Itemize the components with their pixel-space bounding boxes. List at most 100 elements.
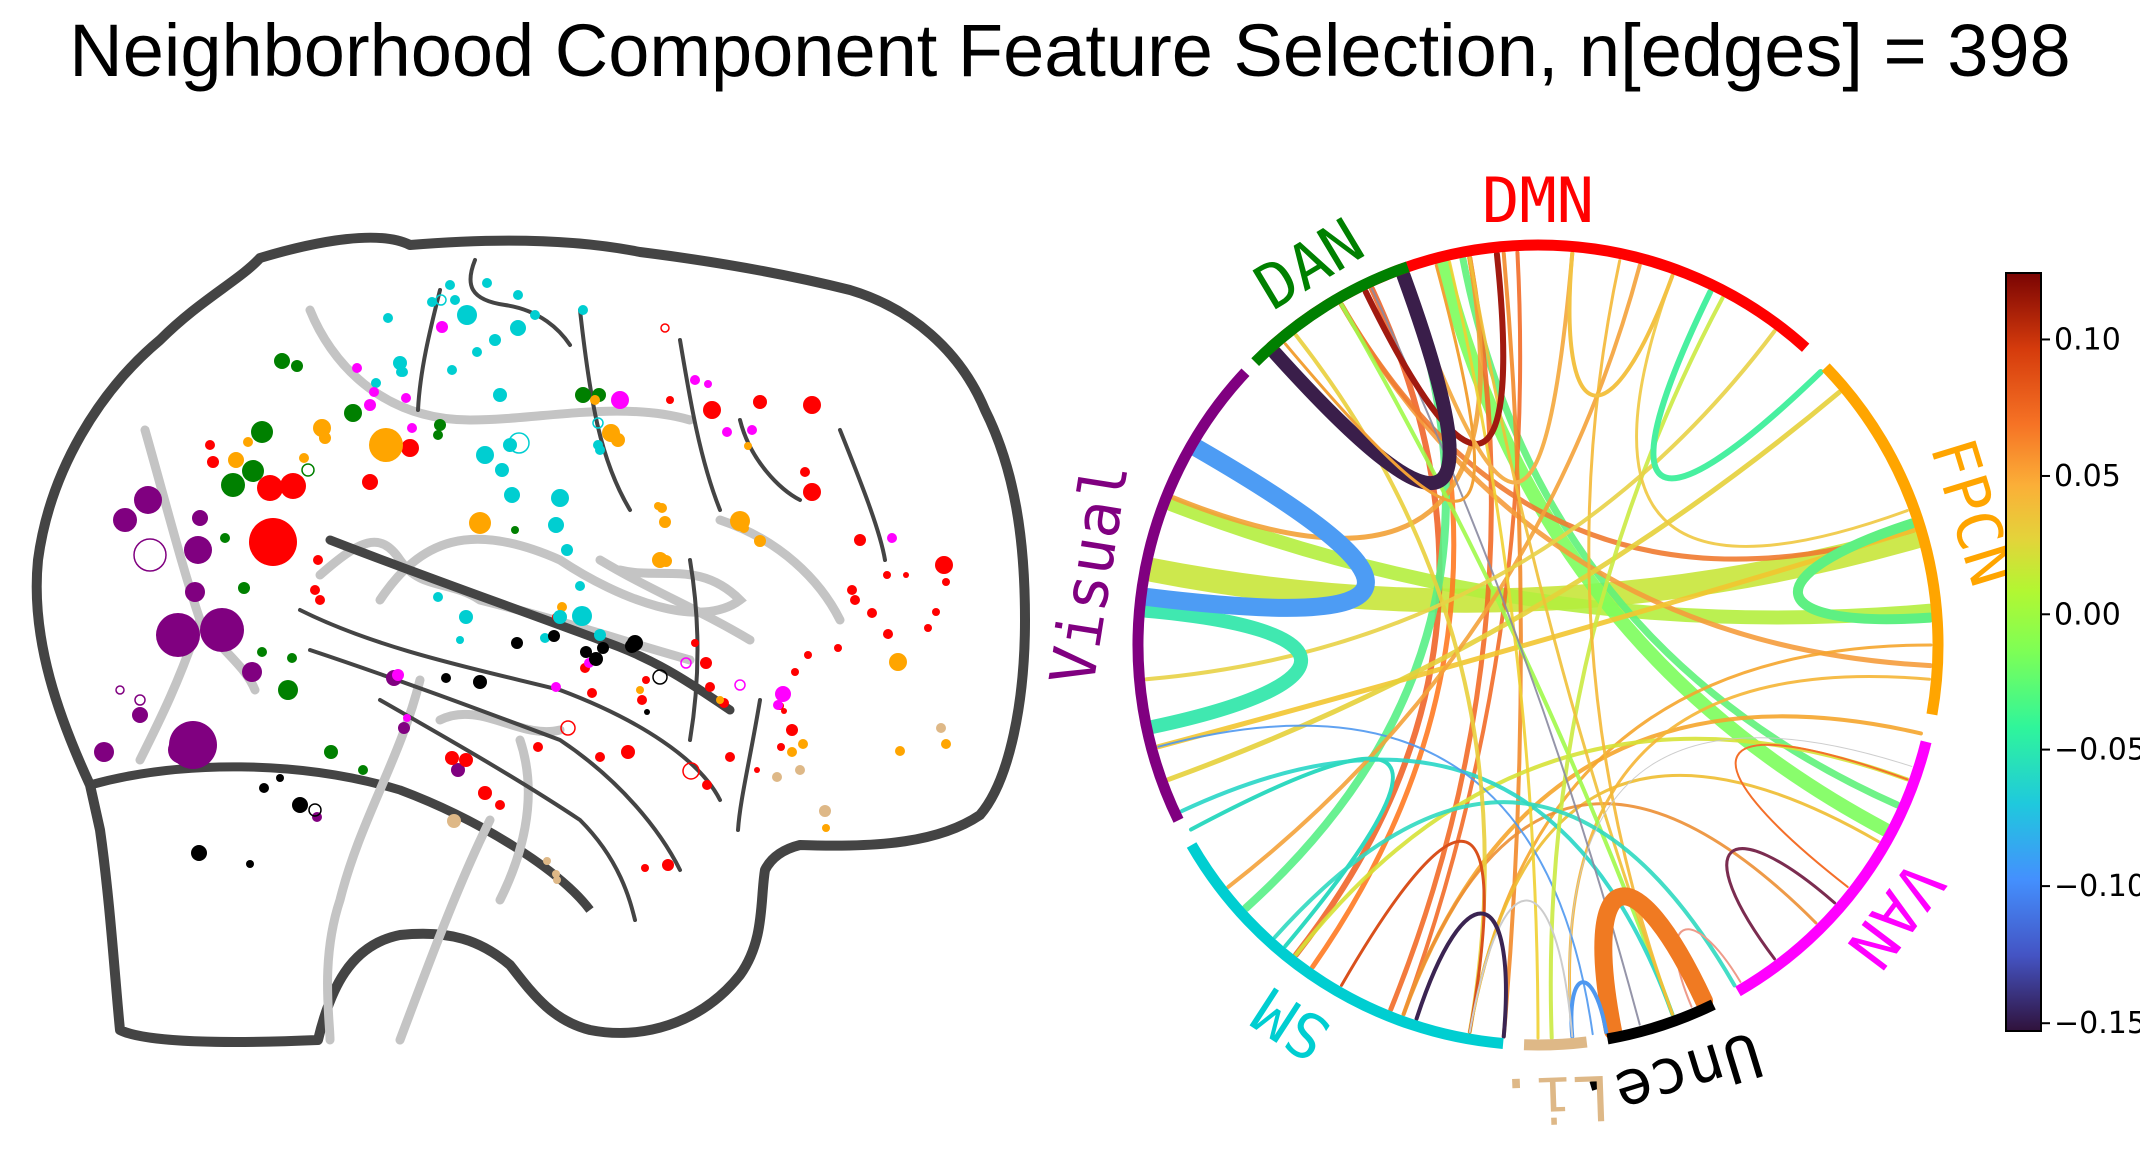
brain-node-dmn — [924, 624, 932, 632]
brain-node-sm — [456, 636, 464, 644]
chord-link — [1402, 802, 1818, 1016]
brain-node-dan — [344, 404, 362, 422]
brain-node-fpcn — [822, 824, 830, 832]
network-arcs — [1132, 239, 1944, 1051]
brain-node-dmn — [587, 688, 597, 698]
brain-node-dmn — [700, 657, 712, 669]
brain-node-unce — [191, 845, 207, 861]
brain-node-van — [773, 700, 783, 710]
brain-node-unce — [473, 675, 487, 689]
arc-dan — [1251, 261, 1410, 367]
brain-node-dmn — [867, 608, 877, 618]
brain-node-dan — [242, 460, 264, 482]
brain-node-dmn — [205, 440, 215, 450]
brain-node-sm — [551, 489, 569, 507]
brain-node-sm — [450, 295, 460, 305]
brain-node-dmn — [753, 395, 767, 409]
chord-link — [1293, 285, 1443, 958]
brain-node-unce — [441, 673, 451, 683]
brain-node-unce — [580, 646, 592, 658]
colorbar-tick-label: −0.05 — [2054, 733, 2140, 768]
brain-node-van — [704, 380, 712, 388]
brain-node-van — [734, 679, 746, 691]
chord-link — [1468, 773, 1880, 1034]
arc-unce — [1606, 999, 1716, 1045]
brain-node-van — [690, 375, 700, 385]
brain-node-van — [722, 427, 732, 437]
brain-node-fpcn — [754, 535, 766, 547]
brain-node-visual — [200, 608, 244, 652]
brain-node-dmn — [705, 682, 715, 692]
brain-node-van — [403, 714, 411, 722]
brain-node-visual — [398, 722, 410, 734]
brain-node-unce — [589, 652, 603, 666]
brain-node-fpcn — [798, 739, 808, 749]
brain-node-dmn — [781, 708, 787, 714]
brain-node-sm — [530, 310, 540, 320]
brain-node-sm — [572, 606, 592, 626]
brain-node-van — [680, 657, 692, 669]
chord-link — [1171, 255, 1484, 541]
brain-node-unce — [548, 630, 560, 642]
brain-node-dmn — [310, 585, 320, 595]
brain-node-dan — [278, 680, 298, 700]
brain-node-fpcn — [941, 739, 951, 749]
brain-node-fpcn — [895, 746, 905, 756]
brain-node-dan — [251, 421, 273, 443]
brain-node-fpcn — [889, 653, 907, 671]
brain-node-dmn — [850, 595, 860, 605]
brain-node-dmn — [315, 595, 325, 605]
brain-node-sm — [540, 633, 550, 643]
brain-node-van — [352, 363, 362, 373]
brain-node-dan — [257, 647, 267, 657]
brain-node-dmn — [725, 752, 735, 762]
brain-node-fpcn — [654, 502, 662, 510]
chord-loop — [1725, 847, 1837, 961]
brain-node-dmn — [702, 780, 712, 790]
brain-node-dan — [324, 745, 338, 759]
brain-node-sm — [482, 278, 492, 288]
brain-node-fpcn — [228, 452, 244, 468]
chord-loop — [1567, 251, 1675, 398]
brain-node-sm — [595, 445, 605, 455]
glass-brain — [31, 232, 1030, 1047]
brain-node-sm — [457, 305, 477, 325]
brain-node-dmn — [445, 751, 459, 765]
colorbar-gradient — [2005, 272, 2042, 1032]
brain-node-dmn — [533, 742, 543, 752]
chord-loop — [1340, 839, 1486, 1034]
brain-node-sm — [433, 592, 443, 602]
chord-loop — [1793, 518, 1936, 625]
brain-node-dmn — [754, 767, 760, 773]
brain-node-van — [436, 321, 448, 333]
brain-node-sm — [592, 417, 604, 429]
brain-node-dan — [238, 582, 250, 594]
network-label-dan: DAN — [1242, 204, 1376, 324]
brain-node-dmn — [703, 401, 721, 419]
brain-node-li — [553, 876, 561, 884]
brain-node-fpcn — [611, 433, 625, 447]
dark-sulci — [298, 258, 887, 922]
chord-loop — [1569, 980, 1609, 1039]
chord-loop — [1414, 911, 1508, 1039]
brain-node-dan — [221, 473, 245, 497]
brain-node-sm — [476, 446, 494, 464]
brain-node-dmn — [803, 483, 821, 501]
light-sulci — [135, 305, 845, 1045]
arc-visual — [1132, 368, 1250, 823]
brain-node-dmn — [791, 668, 799, 676]
brain-node-dmn — [560, 720, 576, 736]
brain-node-dmn — [621, 745, 635, 759]
brain-node-li — [552, 870, 560, 878]
brain-node-sm — [447, 365, 457, 375]
brain-node-dmn — [682, 762, 700, 780]
chord-link — [1568, 737, 1913, 1037]
brain-node-sm — [495, 463, 509, 477]
brain-node-sm — [513, 290, 523, 300]
brain-node-dan — [434, 419, 446, 431]
brain-node-van — [551, 682, 561, 692]
brain-node-dan — [287, 653, 297, 663]
brain-node-sm — [594, 629, 606, 641]
brain-node-unce — [259, 783, 269, 793]
